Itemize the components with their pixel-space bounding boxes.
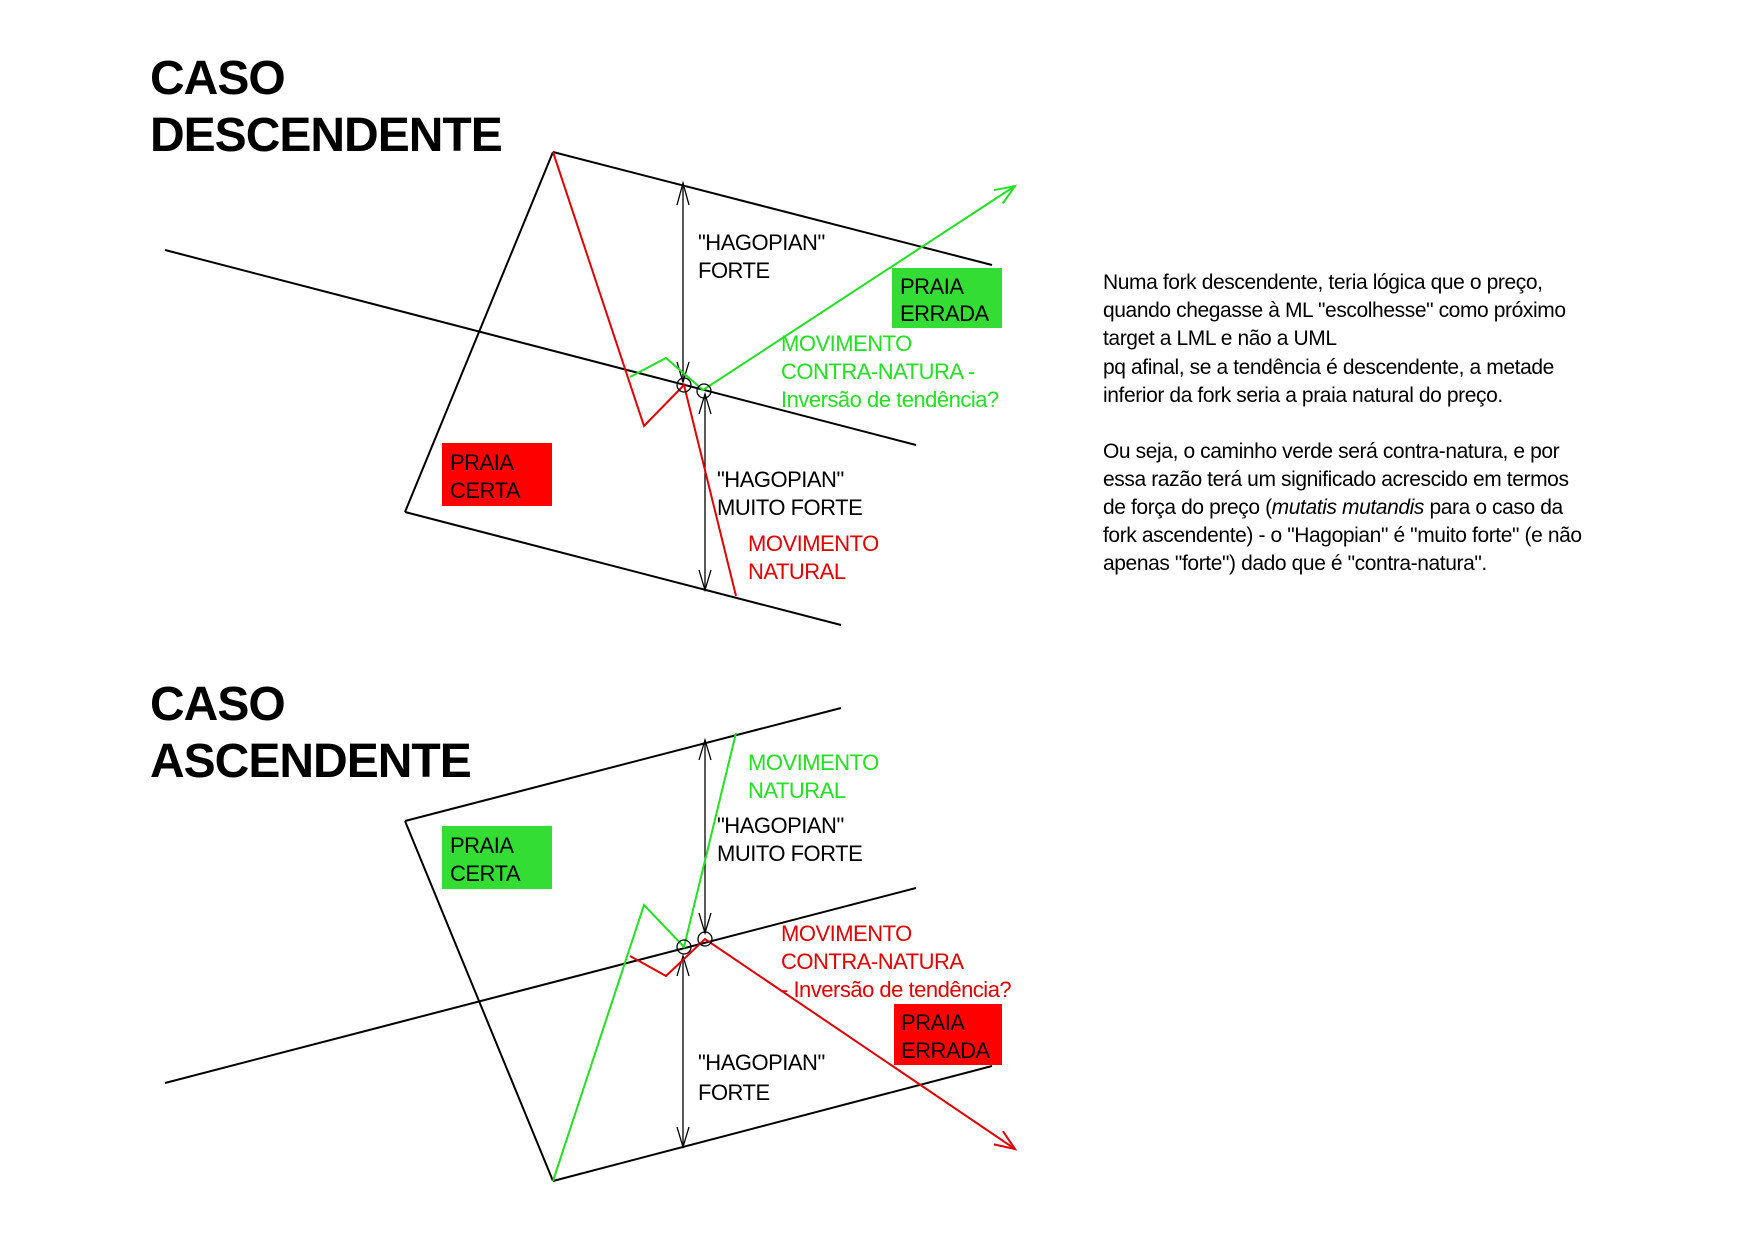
title-ascendente: ASCENDENTE — [150, 735, 471, 788]
paragraph2-line: fork ascendente) - o "Hagopian" é "muito… — [1103, 524, 1582, 547]
pivot-circle-icon — [697, 931, 713, 947]
title-descendente: DESCENDENTE — [150, 109, 502, 162]
svg-text:FORTE: FORTE — [698, 1080, 770, 1105]
upper-median-line — [404, 707, 842, 822]
contra-natura-path — [629, 937, 1016, 1150]
median-line — [164, 887, 917, 1084]
svg-text:MOVIMENTO: MOVIMENTO — [781, 921, 912, 946]
title-caso: CASO — [150, 52, 285, 105]
upper-median-line — [552, 151, 993, 266]
svg-text:CERTA: CERTA — [450, 861, 521, 886]
label-hagopian-muito-forte: "HAGOPIAN" MUITO FORTE — [717, 467, 863, 520]
svg-text:ERRADA: ERRADA — [900, 301, 990, 326]
explanation-text: Numa fork descendente, teria lógica que … — [1103, 271, 1582, 575]
measure-arrow-forte — [676, 953, 690, 1150]
praia-errada-box: PRAIA ERRADA — [892, 268, 1002, 328]
label-movimento-contra-natura: MOVIMENTO CONTRA-NATURA - Inversão de te… — [781, 921, 1012, 1002]
praia-certa-box: PRAIA CERTA — [442, 826, 552, 889]
svg-text:MOVIMENTO: MOVIMENTO — [781, 331, 912, 356]
arrow-head-icon — [993, 184, 1018, 205]
fork-handle-line — [404, 151, 554, 513]
svg-text:"HAGOPIAN": "HAGOPIAN" — [698, 230, 825, 255]
svg-text:PRAIA: PRAIA — [450, 833, 514, 858]
label-hagopian-muito-forte: "HAGOPIAN" MUITO FORTE — [717, 813, 863, 866]
praia-errada-box: PRAIA ERRADA — [894, 1004, 1002, 1065]
svg-text:CERTA: CERTA — [450, 478, 521, 503]
paragraph1-line: target a LML e não a UML — [1103, 327, 1337, 350]
praia-certa-box: PRAIA CERTA — [442, 443, 552, 506]
measure-arrow-forte — [676, 180, 690, 385]
svg-text:MUITO FORTE: MUITO FORTE — [717, 841, 862, 866]
median-line — [164, 249, 917, 446]
svg-text:"HAGOPIAN": "HAGOPIAN" — [717, 467, 844, 492]
ascending-case: CASO ASCENDENTE MOVIMENTO NATURAL "HAGOP… — [150, 678, 1018, 1182]
paragraph2-line: de força do preço (mutatis mutandis para… — [1103, 496, 1564, 519]
descending-case: CASO DESCENDENTE "HAGOPIAN" FORTE PRAIA — [150, 52, 1018, 626]
paragraph1-line: Numa fork descendente, teria lógica que … — [1103, 271, 1543, 294]
arrow-head-icon — [993, 1130, 1018, 1151]
svg-text:PRAIA: PRAIA — [450, 450, 514, 475]
svg-text:"HAGOPIAN": "HAGOPIAN" — [698, 1050, 825, 1075]
svg-text:NATURAL: NATURAL — [748, 778, 846, 803]
svg-text:NATURAL: NATURAL — [748, 559, 846, 584]
svg-text:- Inversão de tendência?: - Inversão de tendência? — [781, 977, 1011, 1002]
label-hagopian-forte: "HAGOPIAN" FORTE — [698, 230, 825, 283]
measure-arrow-muito-forte — [698, 737, 712, 936]
label-movimento-natural: MOVIMENTO NATURAL — [748, 531, 880, 584]
paragraph1-line: inferior da fork seria a praia natural d… — [1103, 384, 1503, 407]
paragraph2-line: Ou seja, o caminho verde será contra-nat… — [1103, 440, 1560, 463]
label-hagopian-forte: "HAGOPIAN" FORTE — [698, 1050, 825, 1105]
fork-handle-line — [404, 820, 554, 1182]
svg-text:MOVIMENTO: MOVIMENTO — [748, 750, 879, 775]
svg-text:MOVIMENTO: MOVIMENTO — [748, 531, 879, 556]
svg-text:ERRADA: ERRADA — [901, 1038, 991, 1063]
svg-text:FORTE: FORTE — [698, 258, 770, 283]
paragraph1-line: quando chegasse à ML "escolhesse" como p… — [1103, 299, 1566, 322]
svg-text:MUITO FORTE: MUITO FORTE — [717, 495, 862, 520]
label-movimento-contra-natura: MOVIMENTO CONTRA-NATURA - Inversão de te… — [781, 331, 999, 412]
svg-text:PRAIA: PRAIA — [901, 1010, 965, 1035]
svg-text:Inversão de tendência?: Inversão de tendência? — [781, 387, 999, 412]
svg-text:PRAIA: PRAIA — [900, 274, 964, 299]
lower-median-line — [404, 511, 842, 626]
pivot-circle-icon — [676, 377, 692, 393]
pivot-circle-icon — [676, 939, 692, 955]
svg-text:CONTRA-NATURA: CONTRA-NATURA — [781, 949, 964, 974]
paragraph1-line: pq afinal, se a tendência é descendente,… — [1103, 356, 1554, 379]
paragraph2-line: apenas "forte") dado que é "contra-natur… — [1103, 552, 1487, 575]
svg-text:CONTRA-NATURA -: CONTRA-NATURA - — [781, 359, 975, 384]
lower-median-line — [552, 1065, 993, 1182]
paragraph2-line: essa razão terá um significado acrescido… — [1103, 468, 1569, 491]
natural-movement-path — [552, 151, 737, 597]
natural-movement-path — [552, 732, 737, 1182]
pivot-circle-icon — [696, 383, 712, 399]
contra-natura-path — [629, 185, 1016, 392]
title-caso: CASO — [150, 678, 285, 731]
label-movimento-natural: MOVIMENTO NATURAL — [748, 750, 880, 803]
svg-text:"HAGOPIAN": "HAGOPIAN" — [717, 813, 844, 838]
measure-arrow-muito-forte — [698, 391, 712, 593]
